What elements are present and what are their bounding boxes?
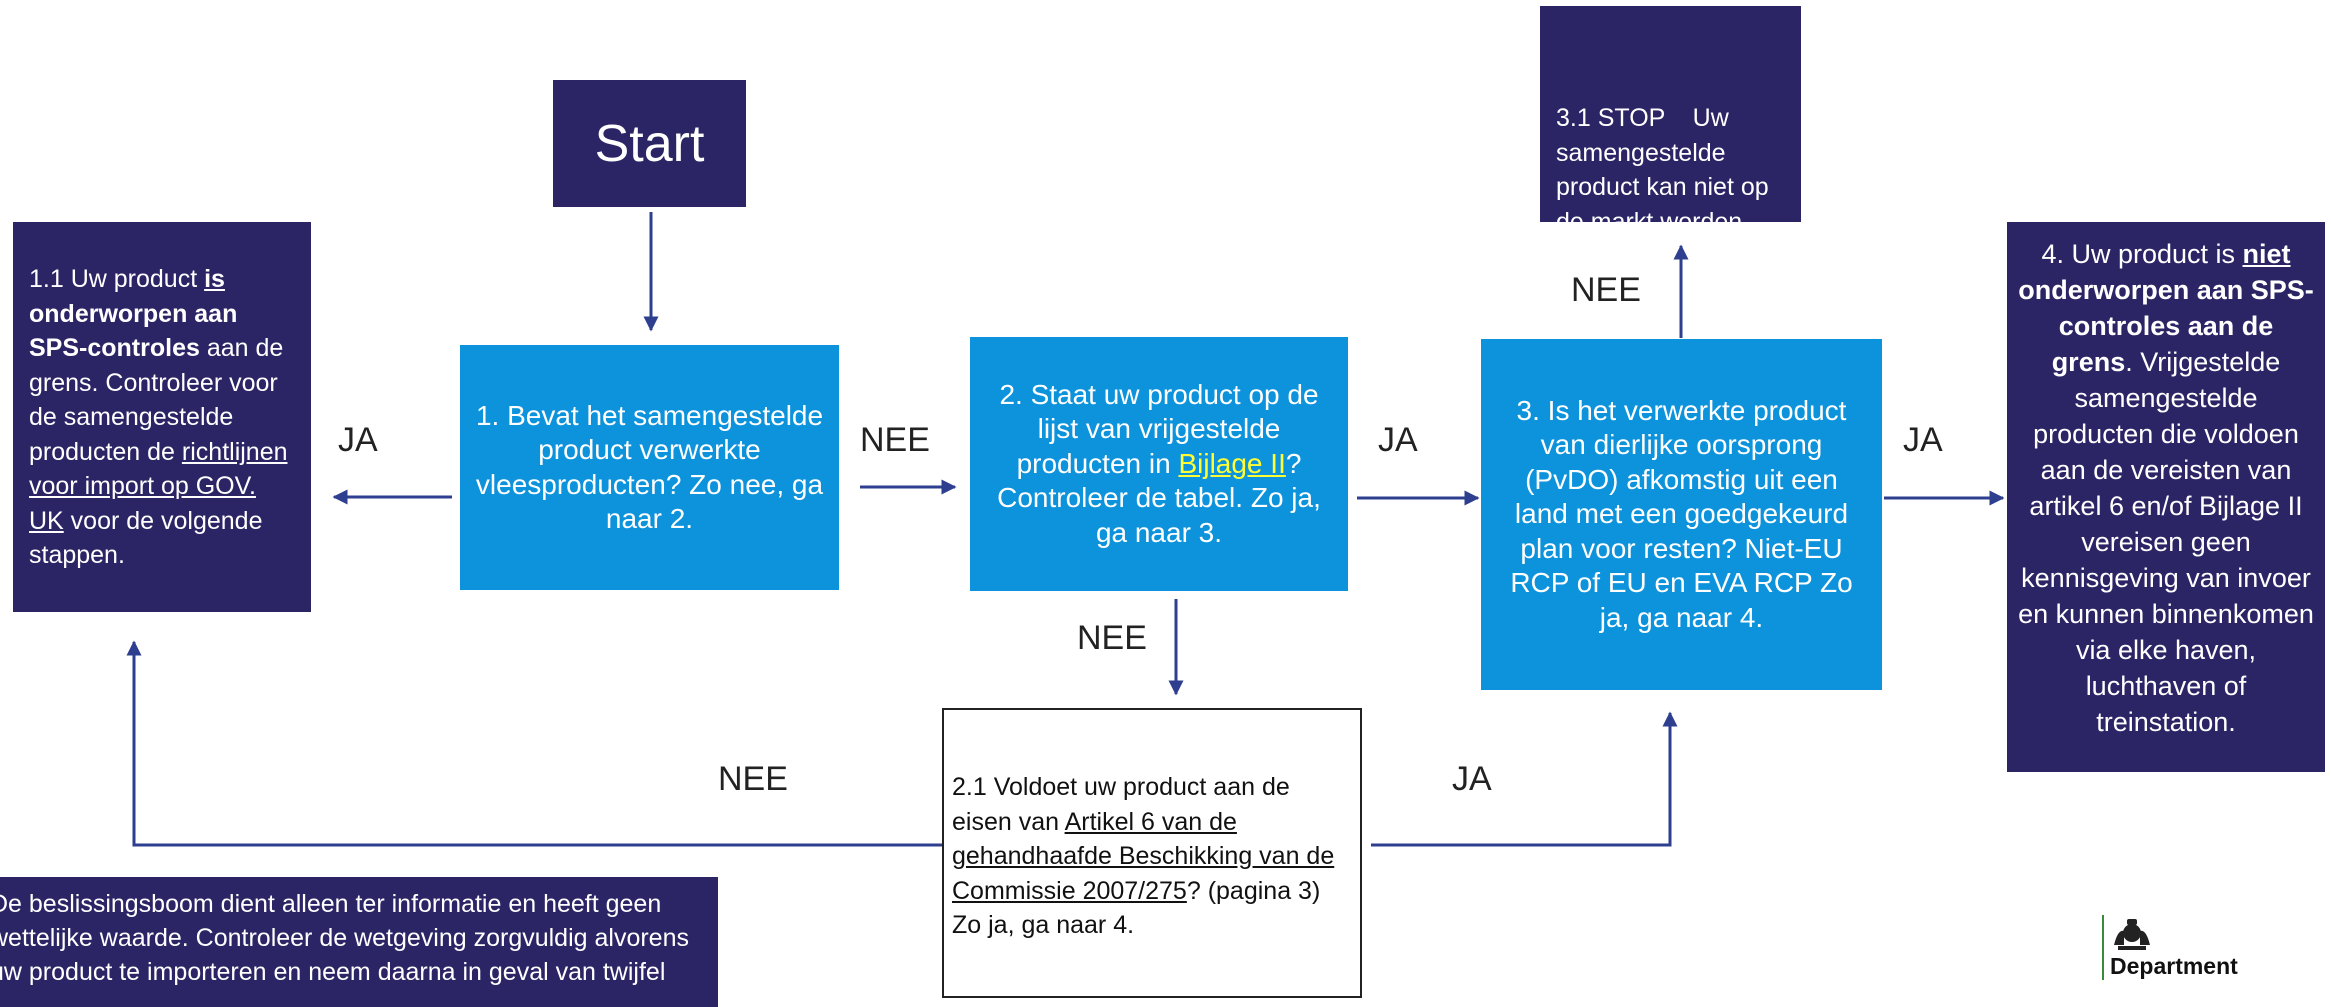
question-2-1-article-6: 2.1 Voldoet uw product aan de eisen van …: [942, 708, 1362, 998]
start-node: Start: [553, 80, 746, 207]
label-nee-top: NEE: [1571, 271, 1641, 309]
link-bijlage-ii[interactable]: Bijlage II: [1178, 447, 1286, 479]
start-label: Start: [594, 114, 705, 173]
link-article-6[interactable]: Artikel 6 van de gehandhaafde Beschikkin…: [952, 807, 1335, 905]
logo-text: Department: [2110, 953, 2238, 979]
link-import-guidance[interactable]: richtlijnen voor import op GOV.: [29, 437, 288, 501]
label-ja-bottom-right: JA: [1452, 760, 1492, 798]
flow-arrows: [126, 212, 2005, 847]
box-4-not-subject-to-sps: 4. Uw product is niet onderworpen aan SP…: [2007, 222, 2325, 772]
label-ja-q2-q3: JA: [1378, 421, 1418, 459]
disclaimer-text: De beslissingsboom dient alleen ter info…: [0, 890, 689, 986]
box-3-1-stop: 3.1 STOP Uw samengestelde product kan ni…: [1540, 6, 1801, 270]
question-2-exempt-list: 2. Staat uw product op de lijst van vrij…: [970, 337, 1348, 591]
department-logo: Department: [2102, 915, 2238, 980]
box-1-1-subject-to-sps: 1.1 Uw product is onderworpen aan SPS-co…: [13, 222, 311, 612]
question-3-residue-plan: 3. Is het verwerkte product van dierlijk…: [1481, 339, 1882, 690]
label-ja-q3-4: JA: [1903, 421, 1943, 459]
label-nee-bottom-left: NEE: [718, 760, 788, 798]
label-nee-q2-down: NEE: [1077, 619, 1147, 657]
arrow-2-1-to-1-1: [126, 640, 942, 847]
stop-text: 3.1 STOP Uw samengestelde product kan ni…: [1556, 104, 1776, 270]
arrow-2-1-to-q3: [1371, 711, 1678, 847]
disclaimer-box: De beslissingsboom dient alleen ter info…: [0, 877, 718, 1007]
question-1-meat-products: 1. Bevat het samengestelde product verwe…: [460, 345, 839, 590]
link-uk[interactable]: UK: [29, 506, 64, 535]
label-ja-left: JA: [338, 421, 378, 459]
label-nee-q1-q2: NEE: [860, 421, 930, 459]
question-3-text: 3. Is het verwerkte product van dierlijk…: [1510, 394, 1853, 633]
royal-crest-icon: [2114, 919, 2150, 950]
question-1-text: 1. Bevat het samengestelde product verwe…: [475, 399, 824, 535]
